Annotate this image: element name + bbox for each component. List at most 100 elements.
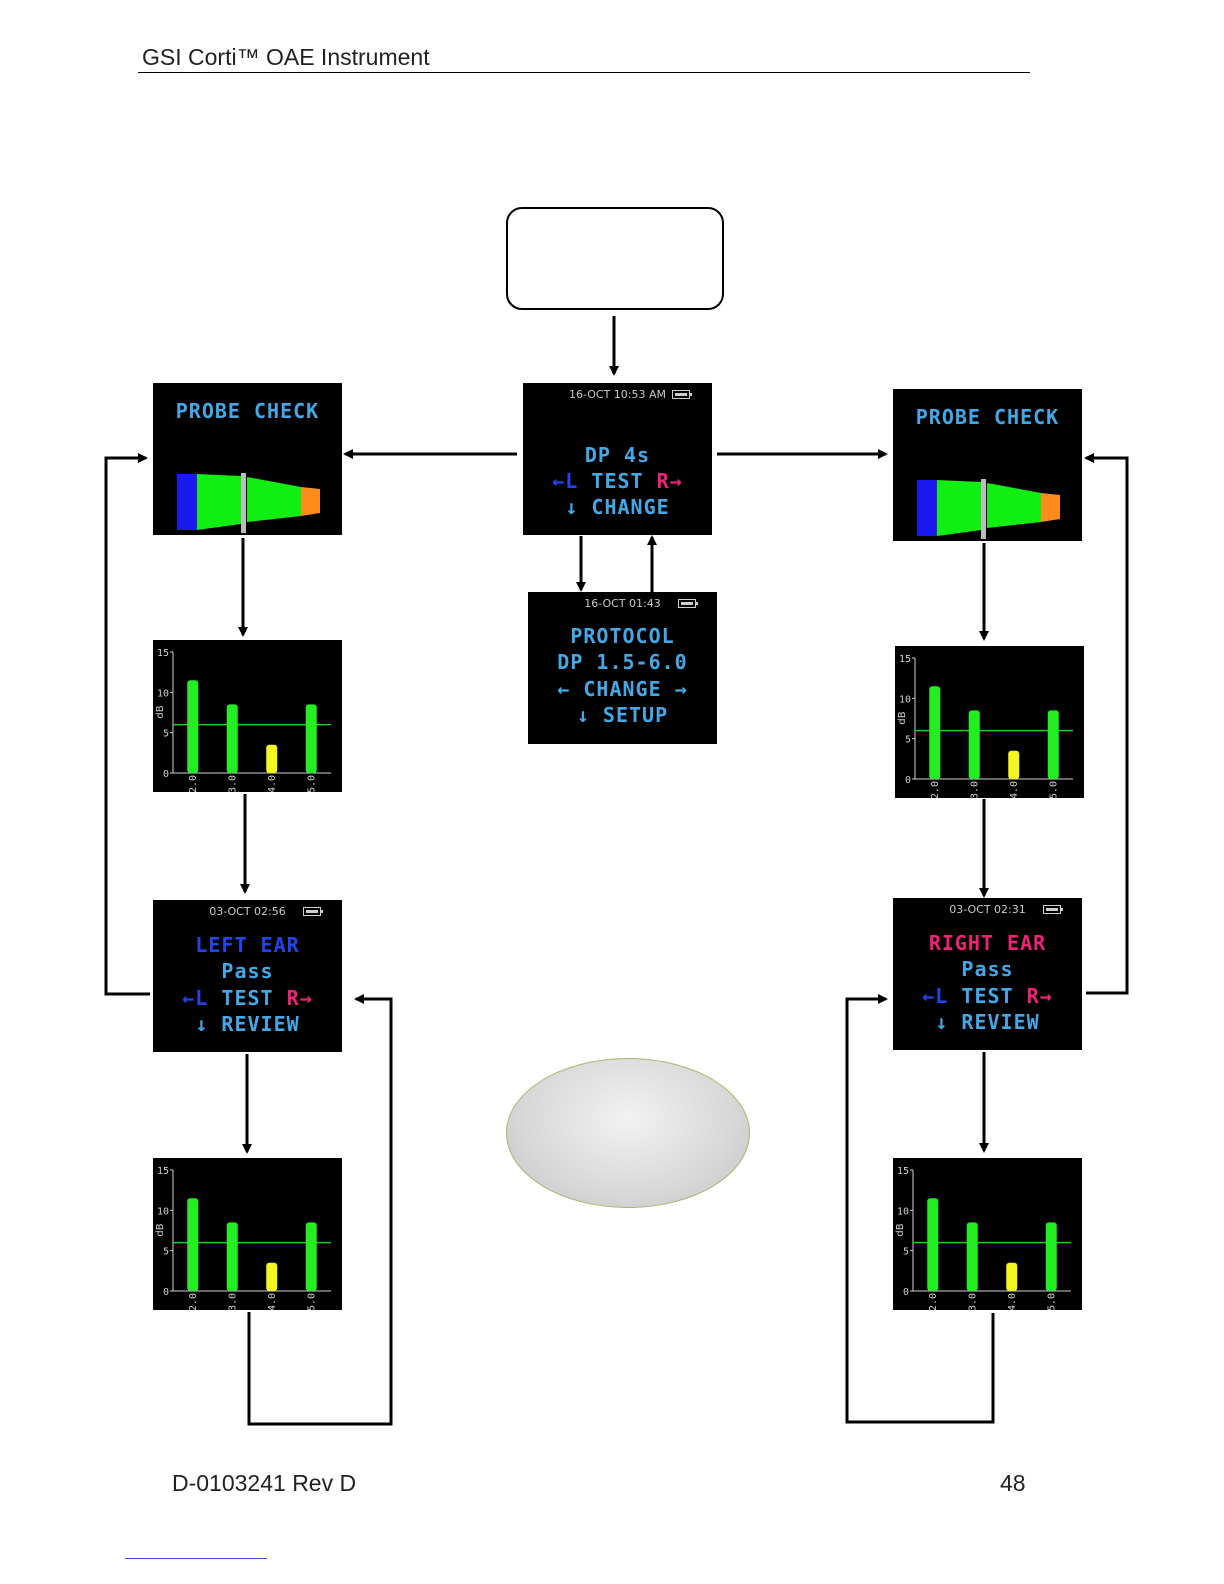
- y-tick-label: 10: [897, 1206, 909, 1217]
- y-tick-label: 15: [897, 1166, 909, 1177]
- y-axis-label: dB: [895, 1223, 906, 1236]
- test-label: TEST: [221, 986, 274, 1010]
- dp-bar: [1008, 750, 1020, 779]
- dp-bar: [1047, 710, 1059, 779]
- right-ear-arrow: R→: [656, 469, 683, 493]
- arrow-right-loop-to-probe: [1084, 453, 1129, 995]
- y-tick-label: 5: [903, 1247, 909, 1258]
- status-datetime: 03-OCT 02:31: [949, 903, 1026, 916]
- probe-green-right-segment: [987, 483, 1041, 528]
- x-tick-label: 4.0: [1009, 781, 1020, 798]
- dp-bar: [966, 1222, 978, 1291]
- probe-orange-segment: [301, 487, 320, 516]
- left-ear-arrow: ←L: [922, 984, 949, 1008]
- test-prompt: ←L TEST R→: [893, 984, 1082, 1008]
- dp-bar-chart: 0 5 10 15 dB 2.0 3.0 4.0 5.0: [897, 654, 1073, 798]
- dp-bar: [1006, 1262, 1018, 1291]
- x-tick-label: 4.0: [1007, 1293, 1018, 1310]
- y-tick-label: 10: [899, 694, 911, 705]
- header-title: GSI Corti™ OAE Instrument: [142, 44, 430, 70]
- y-tick-label: 0: [163, 1287, 169, 1298]
- right-dp-chart-2: 0 5 10 15 dB 2.0 3.0 4.0 5.0: [893, 1158, 1082, 1310]
- x-tick-label: 2.0: [930, 781, 941, 798]
- setup-prompt: ↓ SETUP: [576, 703, 669, 727]
- x-tick-label: 3.0: [967, 1293, 978, 1310]
- battery-icon: [672, 390, 692, 399]
- result-label: Pass: [221, 959, 274, 983]
- y-axis-label: dB: [897, 711, 908, 724]
- protocol-screen: 16-OCT 01:43 PROTOCOL DP 1.5-6.0 ← CHANG…: [528, 592, 717, 744]
- review-prompt: ↓ REVIEW: [935, 1010, 1040, 1034]
- y-tick-label: 15: [157, 1166, 169, 1177]
- status-datetime: 16-OCT 01:43: [584, 597, 661, 610]
- y-tick-label: 5: [163, 729, 169, 740]
- y-tick-label: 0: [163, 769, 169, 780]
- y-tick-label: 5: [163, 1247, 169, 1258]
- dp-bar: [187, 680, 199, 773]
- y-tick-label: 0: [903, 1287, 909, 1298]
- x-tick-label: 4.0: [267, 1293, 278, 1310]
- y-tick-label: 5: [905, 735, 911, 746]
- battery-icon: [303, 907, 323, 916]
- probe-blue-segment: [917, 480, 937, 536]
- status-datetime: 03-OCT 02:56: [209, 905, 286, 918]
- result-label: Pass: [961, 957, 1014, 981]
- status-datetime: 16-OCT 10:53 AM: [568, 388, 667, 401]
- y-tick-label: 0: [905, 775, 911, 786]
- footer-page-number: 48: [1000, 1470, 1026, 1496]
- footnote-rule: [125, 1558, 267, 1559]
- dp-bar: [187, 1198, 199, 1291]
- battery-icon: [1043, 905, 1063, 914]
- dp-bar: [305, 704, 317, 773]
- probe-position-marker: [981, 479, 986, 539]
- x-tick-label: 2.0: [188, 1293, 199, 1310]
- x-tick-label: 2.0: [188, 775, 199, 792]
- left-ear-result-screen: 03-OCT 02:56 LEFT EAR Pass ←L TEST R→ ↓ …: [153, 900, 342, 1052]
- probe-blue-segment: [177, 474, 197, 530]
- dp-bar-chart: 0 5 10 15 dB 2.0 3.0 4.0 5.0: [895, 1166, 1071, 1310]
- start-box: [506, 207, 724, 310]
- right-ear-arrow: R→: [286, 986, 313, 1010]
- protocol-title: PROTOCOL: [570, 624, 675, 648]
- x-tick-label: 5.0: [306, 775, 317, 792]
- probe-green-left-segment: [937, 480, 981, 536]
- x-tick-label: 3.0: [969, 781, 980, 798]
- ear-label: LEFT EAR: [195, 933, 300, 957]
- arrow-left-loop-to-probe: [104, 453, 150, 996]
- right-ear-result-screen: 03-OCT 02:31 RIGHT EAR Pass ←L TEST R→ ↓…: [893, 898, 1082, 1050]
- footer-doc-id: D-0103241 Rev D: [172, 1470, 357, 1496]
- y-axis-label: dB: [155, 1223, 166, 1236]
- change-prompt: ↓ CHANGE: [565, 495, 670, 519]
- y-tick-label: 15: [899, 654, 911, 665]
- dp-bar: [927, 1198, 939, 1291]
- dp-bar: [929, 686, 941, 779]
- arrow-right-review-loop: [845, 994, 995, 1424]
- dp-bar: [226, 704, 238, 773]
- review-prompt: ↓ REVIEW: [195, 1012, 300, 1036]
- probe-orange-segment: [1041, 493, 1060, 522]
- x-tick-label: 5.0: [1046, 1293, 1057, 1310]
- probe-position-marker: [241, 473, 246, 533]
- protocol-name: DP 4s: [584, 443, 651, 467]
- left-ear-arrow: ←L: [552, 469, 579, 493]
- battery-icon: [678, 599, 698, 608]
- right-ear-arrow: R→: [1026, 984, 1053, 1008]
- test-prompt: ←L TEST R→: [523, 469, 712, 493]
- x-tick-label: 2.0: [928, 1293, 939, 1310]
- x-tick-label: 3.0: [227, 1293, 238, 1310]
- y-axis-label: dB: [155, 705, 166, 718]
- left-ear-arrow: ←L: [182, 986, 209, 1010]
- probe-check-left-screen: PROBE CHECK: [153, 383, 342, 535]
- header-rule: [138, 72, 1030, 73]
- x-tick-label: 5.0: [1048, 781, 1059, 798]
- test-prompt: ←L TEST R→: [153, 986, 342, 1010]
- dp-bar: [1045, 1222, 1057, 1291]
- y-tick-label: 10: [157, 688, 169, 699]
- probe-green-left-segment: [197, 474, 241, 530]
- y-tick-label: 15: [157, 648, 169, 659]
- probe-fit-graphic: [917, 479, 1060, 539]
- dp-bar: [266, 744, 278, 773]
